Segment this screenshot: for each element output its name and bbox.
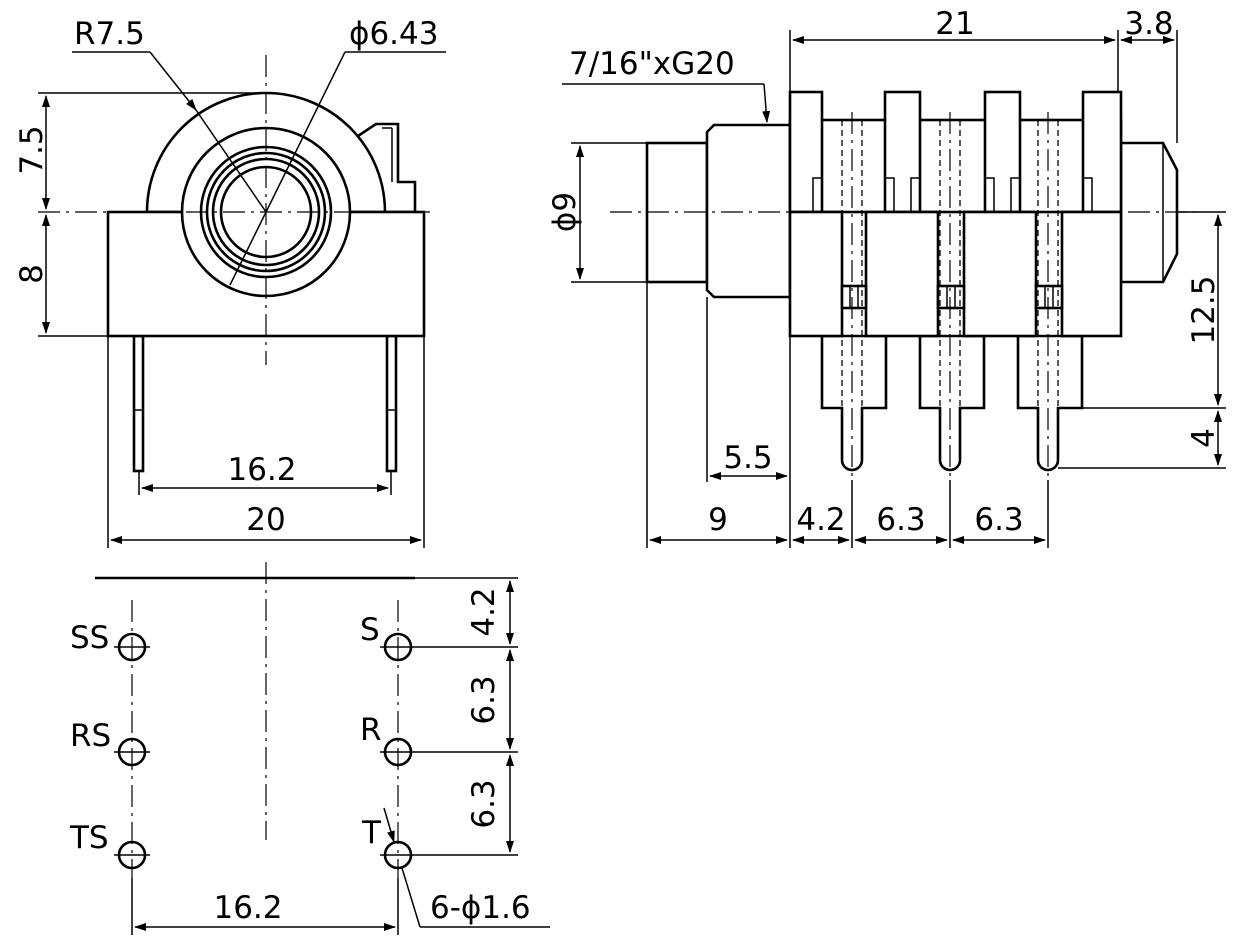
footprint-hole-label: 6-ϕ1.6 — [430, 890, 531, 926]
side-pitch-label-1: 6.3 — [876, 502, 925, 538]
side-block-2 — [864, 210, 940, 338]
front-right-pin — [385, 334, 398, 473]
footprint-pin-r: R — [360, 712, 382, 748]
footprint-pitch-label-1: 6.3 — [466, 675, 502, 724]
front-width-label: 20 — [246, 502, 285, 538]
footprint-pin-t: T — [361, 815, 382, 851]
side-nose-len-label: 9 — [708, 502, 728, 538]
side-pitch-label-2: 6.3 — [974, 502, 1023, 538]
side-lug-1 — [788, 90, 824, 214]
side-thread-label: 7/16"xG20 — [569, 46, 735, 82]
front-height-top-label: 7.5 — [14, 125, 50, 174]
side-lug-2 — [883, 90, 922, 214]
side-length-label: 21 — [935, 6, 974, 42]
side-nose-dia-label: ϕ9 — [547, 192, 583, 232]
side-tail-label: 3.8 — [1124, 6, 1173, 42]
front-height-bottom-label: 8 — [14, 264, 50, 284]
front-radius-label: R7.5 — [74, 16, 145, 52]
side-thread-len-label: 5.5 — [723, 440, 772, 476]
footprint-pitch-label-2: 6.3 — [466, 779, 502, 828]
front-pin-span-label: 16.2 — [227, 452, 296, 488]
side-lug-3 — [983, 90, 1022, 214]
side-height-label: 12.5 — [1186, 275, 1222, 344]
side-block-4 — [1060, 210, 1123, 338]
side-view: 7/16"xG20 21 3.8 ϕ9 12.5 4 5.5 — [547, 6, 1226, 548]
front-view: R7.5 ϕ6.43 7.5 8 16.2 20 — [14, 16, 446, 548]
side-block-1 — [788, 210, 844, 338]
side-pin-len-label: 4 — [1186, 428, 1222, 448]
side-main-frame — [788, 118, 1123, 214]
side-first-pitch-label: 4.2 — [796, 502, 845, 538]
footprint-pin-ts: TS — [69, 820, 109, 856]
footprint-span-label: 16.2 — [213, 890, 282, 926]
footprint-pin-s: S — [360, 612, 380, 648]
pcb-footprint: SS RS TS S R T 4.2 6.3 6.3 16.2 6-ϕ1.6 — [69, 562, 550, 935]
side-lug-4 — [1081, 90, 1123, 214]
footprint-pin-rs: RS — [70, 718, 111, 754]
front-left-pin — [132, 334, 145, 473]
front-bore-label: ϕ6.43 — [349, 16, 438, 52]
side-thread — [705, 123, 792, 299]
side-block-3 — [962, 210, 1038, 338]
footprint-top-offset-label: 4.2 — [466, 587, 502, 636]
side-pins — [820, 334, 1084, 472]
footprint-pin-ss: SS — [70, 620, 109, 656]
